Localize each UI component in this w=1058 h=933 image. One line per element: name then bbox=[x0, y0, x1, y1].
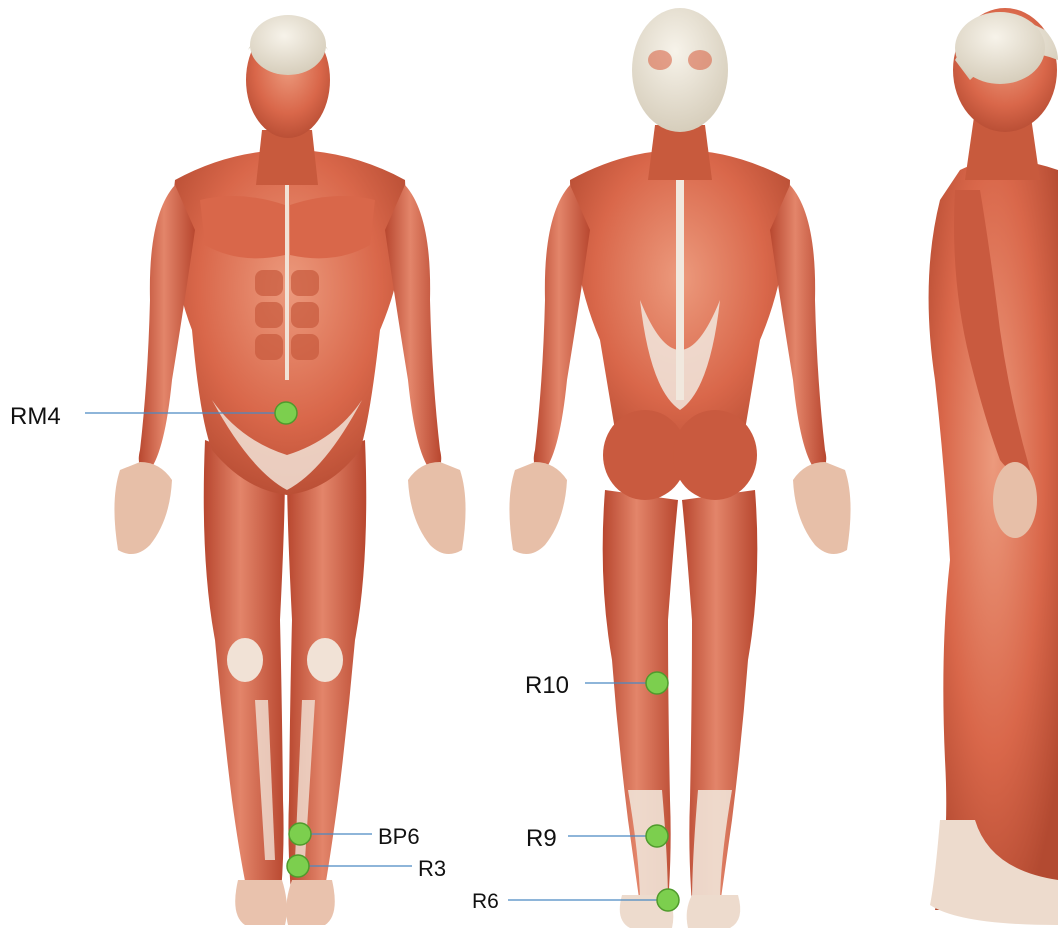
figure-front bbox=[114, 15, 465, 925]
acupoint-label: R10 bbox=[525, 672, 569, 699]
acupoint-label: BP6 bbox=[378, 824, 420, 849]
acupoint-label: R3 bbox=[418, 856, 446, 881]
acupoint-marker bbox=[657, 889, 679, 911]
acupoint-marker bbox=[287, 855, 309, 877]
acupoint-marker bbox=[289, 823, 311, 845]
acupoint-marker bbox=[646, 672, 668, 694]
figure-back bbox=[509, 8, 850, 928]
acupoint-marker bbox=[275, 402, 297, 424]
acupoint-label: R6 bbox=[472, 890, 499, 913]
acupoint-label: R9 bbox=[526, 825, 557, 852]
acupoint-marker bbox=[646, 825, 668, 847]
figure-side bbox=[929, 8, 1058, 925]
acupoint-label: RM4 bbox=[10, 403, 61, 430]
